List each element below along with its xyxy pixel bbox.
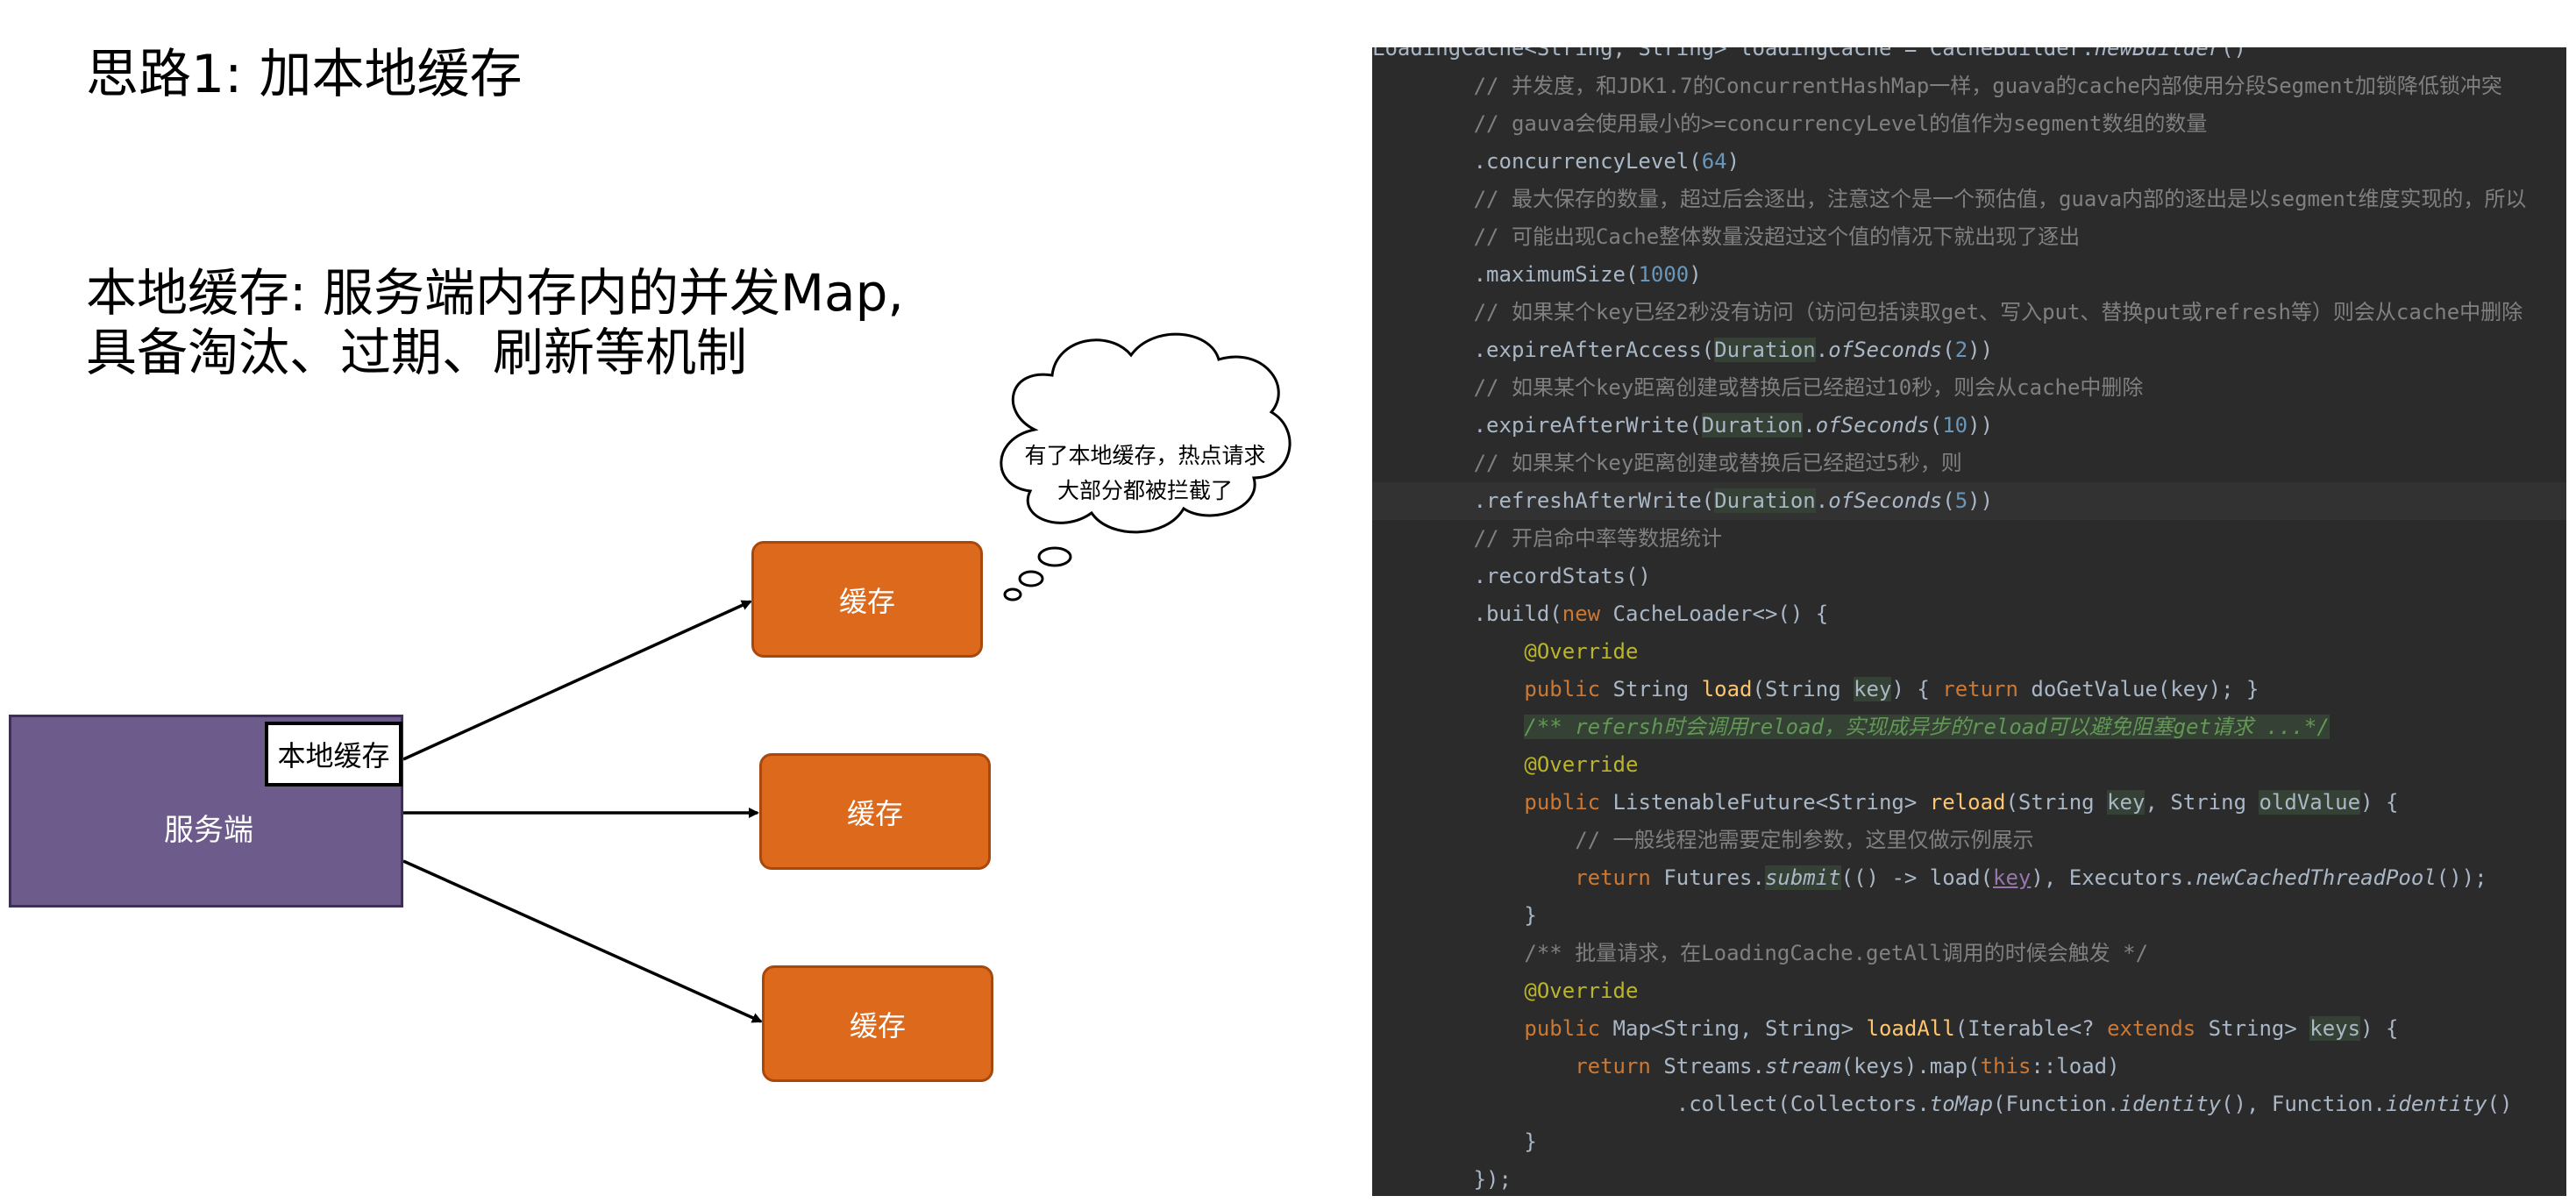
- description-line2: 具备淘汰、过期、刷新等机制: [86, 323, 748, 382]
- code-line: });: [1372, 1167, 1512, 1192]
- code-line: public Map<String, String> loadAll(Itera…: [1372, 1016, 2399, 1041]
- code-line: // 最大保存的数量，超过后会逐出，注意这个是一个预估值，guava内部的逐出是…: [1372, 187, 2527, 211]
- code-line: .expireAfterWrite(Duration.ofSeconds(10)…: [1372, 413, 1994, 438]
- description-term: 本地缓存: [86, 263, 290, 323]
- cache-node-3: 缓存: [762, 965, 993, 1082]
- arrow-to-cache-1: [402, 600, 752, 761]
- code-line: // 可能出现Cache整体数量没超过这个值的情况下就出现了逐出: [1372, 224, 2081, 249]
- code-line: .collect(Collectors.toMap(Function.ident…: [1372, 1092, 2513, 1116]
- code-line: @Override: [1372, 639, 1639, 664]
- code-line: }: [1372, 903, 1537, 928]
- code-line: // 如果某个key距离创建或替换后已经超过10秒，则会从cache中删除: [1372, 375, 2144, 400]
- code-line: .expireAfterAccess(Duration.ofSeconds(2)…: [1372, 338, 1994, 362]
- code-editor-panel: LoadingCache<String, String> loadingCach…: [1372, 47, 2566, 1196]
- code-line: return Streams.stream(keys).map(this::lo…: [1372, 1054, 2120, 1078]
- code-line: // 一般线程池需要定制参数，这里仅做示例展示: [1372, 828, 2034, 852]
- code-line: // 开启命中率等数据统计: [1372, 526, 1722, 551]
- code-line: // gauva会使用最小的>=concurrencyLevel的值作为segm…: [1372, 111, 2208, 136]
- local-cache-badge: 本地缓存: [265, 722, 402, 787]
- code-line: return Futures.submit(() -> load(key), E…: [1372, 865, 2487, 890]
- cache-node-2: 缓存: [759, 753, 991, 870]
- code-line: // 如果某个key距离创建或替换后已经超过5秒，则: [1372, 451, 1962, 475]
- code-line: // 并发度，和JDK1.7的ConcurrentHashMap一样，guava…: [1372, 74, 2502, 98]
- code-line-current: .refreshAfterWrite(Duration.ofSeconds(5)…: [1372, 482, 2566, 520]
- code-line: .build(new CacheLoader<>() {: [1372, 602, 1829, 626]
- code-line: public ListenableFuture<String> reload(S…: [1372, 790, 2399, 815]
- code-line: // 如果某个key已经2秒没有访问（访问包括读取get、写入put、替换put…: [1372, 300, 2523, 324]
- description: 本地缓存: 服务端内存内的并发Map, 具备淘汰、过期、刷新等机制: [86, 263, 904, 382]
- arrow-to-cache-3: [402, 859, 763, 1023]
- server-label: 服务端: [164, 812, 253, 848]
- code-line: @Override: [1372, 752, 1639, 777]
- thought-bubble-icon: [1000, 332, 1292, 602]
- thought-bubble-text: 有了本地缓存，热点请求 大部分都被拦截了: [1024, 443, 1266, 503]
- code-line: /** refersh时会调用reload，实现成异步的reload可以避免阻塞…: [1524, 715, 2330, 739]
- code-line: public String load(String key) { return …: [1372, 677, 2259, 701]
- code-line: .concurrencyLevel(64): [1372, 149, 1740, 174]
- code-line: /** 批量请求，在LoadingCache.getAll调用的时候会触发 */: [1372, 941, 2149, 965]
- code-line: .recordStats(): [1372, 564, 1651, 588]
- code-line: @Override: [1372, 979, 1639, 1003]
- description-line1: : 服务端内存内的并发Map,: [289, 263, 904, 323]
- cache-node-1: 缓存: [751, 541, 983, 658]
- code-line: LoadingCache<String, String> loadingCach…: [1372, 47, 2247, 61]
- code-line: }: [1372, 1129, 1537, 1154]
- slide-title: 思路1: 加本地缓存: [86, 44, 523, 105]
- code-line: .maximumSize(1000): [1372, 262, 1702, 287]
